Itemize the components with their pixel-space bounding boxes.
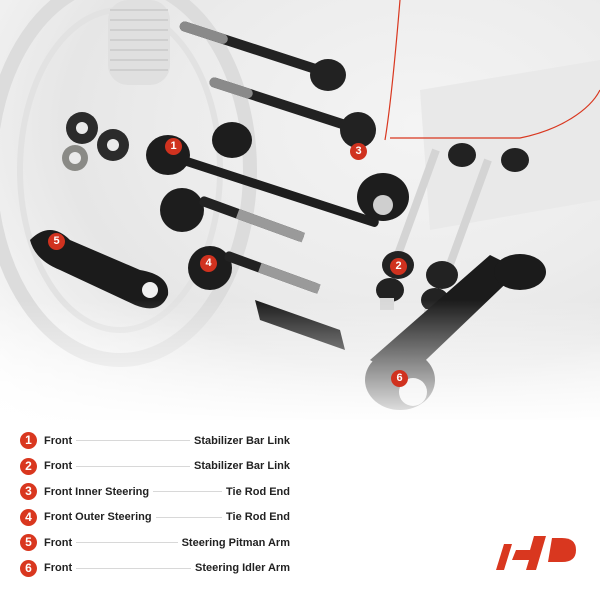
a-premium-logo-icon	[496, 536, 576, 570]
legend-position: Front	[44, 536, 73, 549]
legend-position: Front	[44, 460, 73, 473]
legend-position: Front Inner Steering	[44, 485, 150, 498]
legend-number-badge: 2	[20, 457, 37, 475]
legend-row: 3 Front Inner Steering Tie Rod End	[20, 479, 290, 505]
legend-part-name: Tie Rod End	[226, 485, 290, 498]
product-photo: 1 2 3 4 5 6	[0, 0, 600, 420]
legend-leader-line	[153, 491, 223, 493]
background-wheel-well	[0, 0, 600, 410]
legend-number-badge: 6	[20, 559, 37, 577]
legend-number-badge: 4	[20, 508, 37, 526]
parts-legend: 1 Front Stabilizer Bar Link 2 Front Stab…	[20, 428, 290, 581]
part-badge-3: 3	[350, 143, 367, 160]
legend-leader-line	[76, 542, 178, 544]
legend-number-badge: 5	[20, 534, 37, 552]
legend-row: 4 Front Outer Steering Tie Rod End	[20, 505, 290, 531]
legend-position: Front Outer Steering	[44, 511, 152, 524]
legend-row: 5 Front Steering Pitman Arm	[20, 530, 290, 556]
photo-fade	[0, 300, 600, 420]
part-badge-6: 6	[391, 370, 408, 387]
legend-part-name: Steering Pitman Arm	[181, 536, 290, 549]
part-badge-1: 1	[165, 138, 182, 155]
legend-leader-line	[76, 465, 191, 467]
legend-position: Front	[44, 562, 73, 575]
legend-leader-line	[76, 567, 192, 569]
legend-part-name: Steering Idler Arm	[195, 562, 290, 575]
legend-leader-line	[155, 516, 223, 518]
legend-row: 2 Front Stabilizer Bar Link	[20, 454, 290, 480]
legend-position: Front	[44, 434, 73, 447]
part-badge-5: 5	[48, 233, 65, 250]
legend-number-badge: 3	[20, 483, 37, 501]
part-badge-4: 4	[200, 255, 217, 272]
legend-number-badge: 1	[20, 432, 37, 450]
legend-part-name: Tie Rod End	[226, 511, 290, 524]
legend-part-name: Stabilizer Bar Link	[194, 460, 290, 473]
legend-part-name: Stabilizer Bar Link	[194, 434, 290, 447]
part-badge-2: 2	[390, 258, 407, 275]
legend-row: 6 Front Steering Idler Arm	[20, 556, 290, 582]
legend-leader-line	[76, 440, 191, 442]
legend-row: 1 Front Stabilizer Bar Link	[20, 428, 290, 454]
